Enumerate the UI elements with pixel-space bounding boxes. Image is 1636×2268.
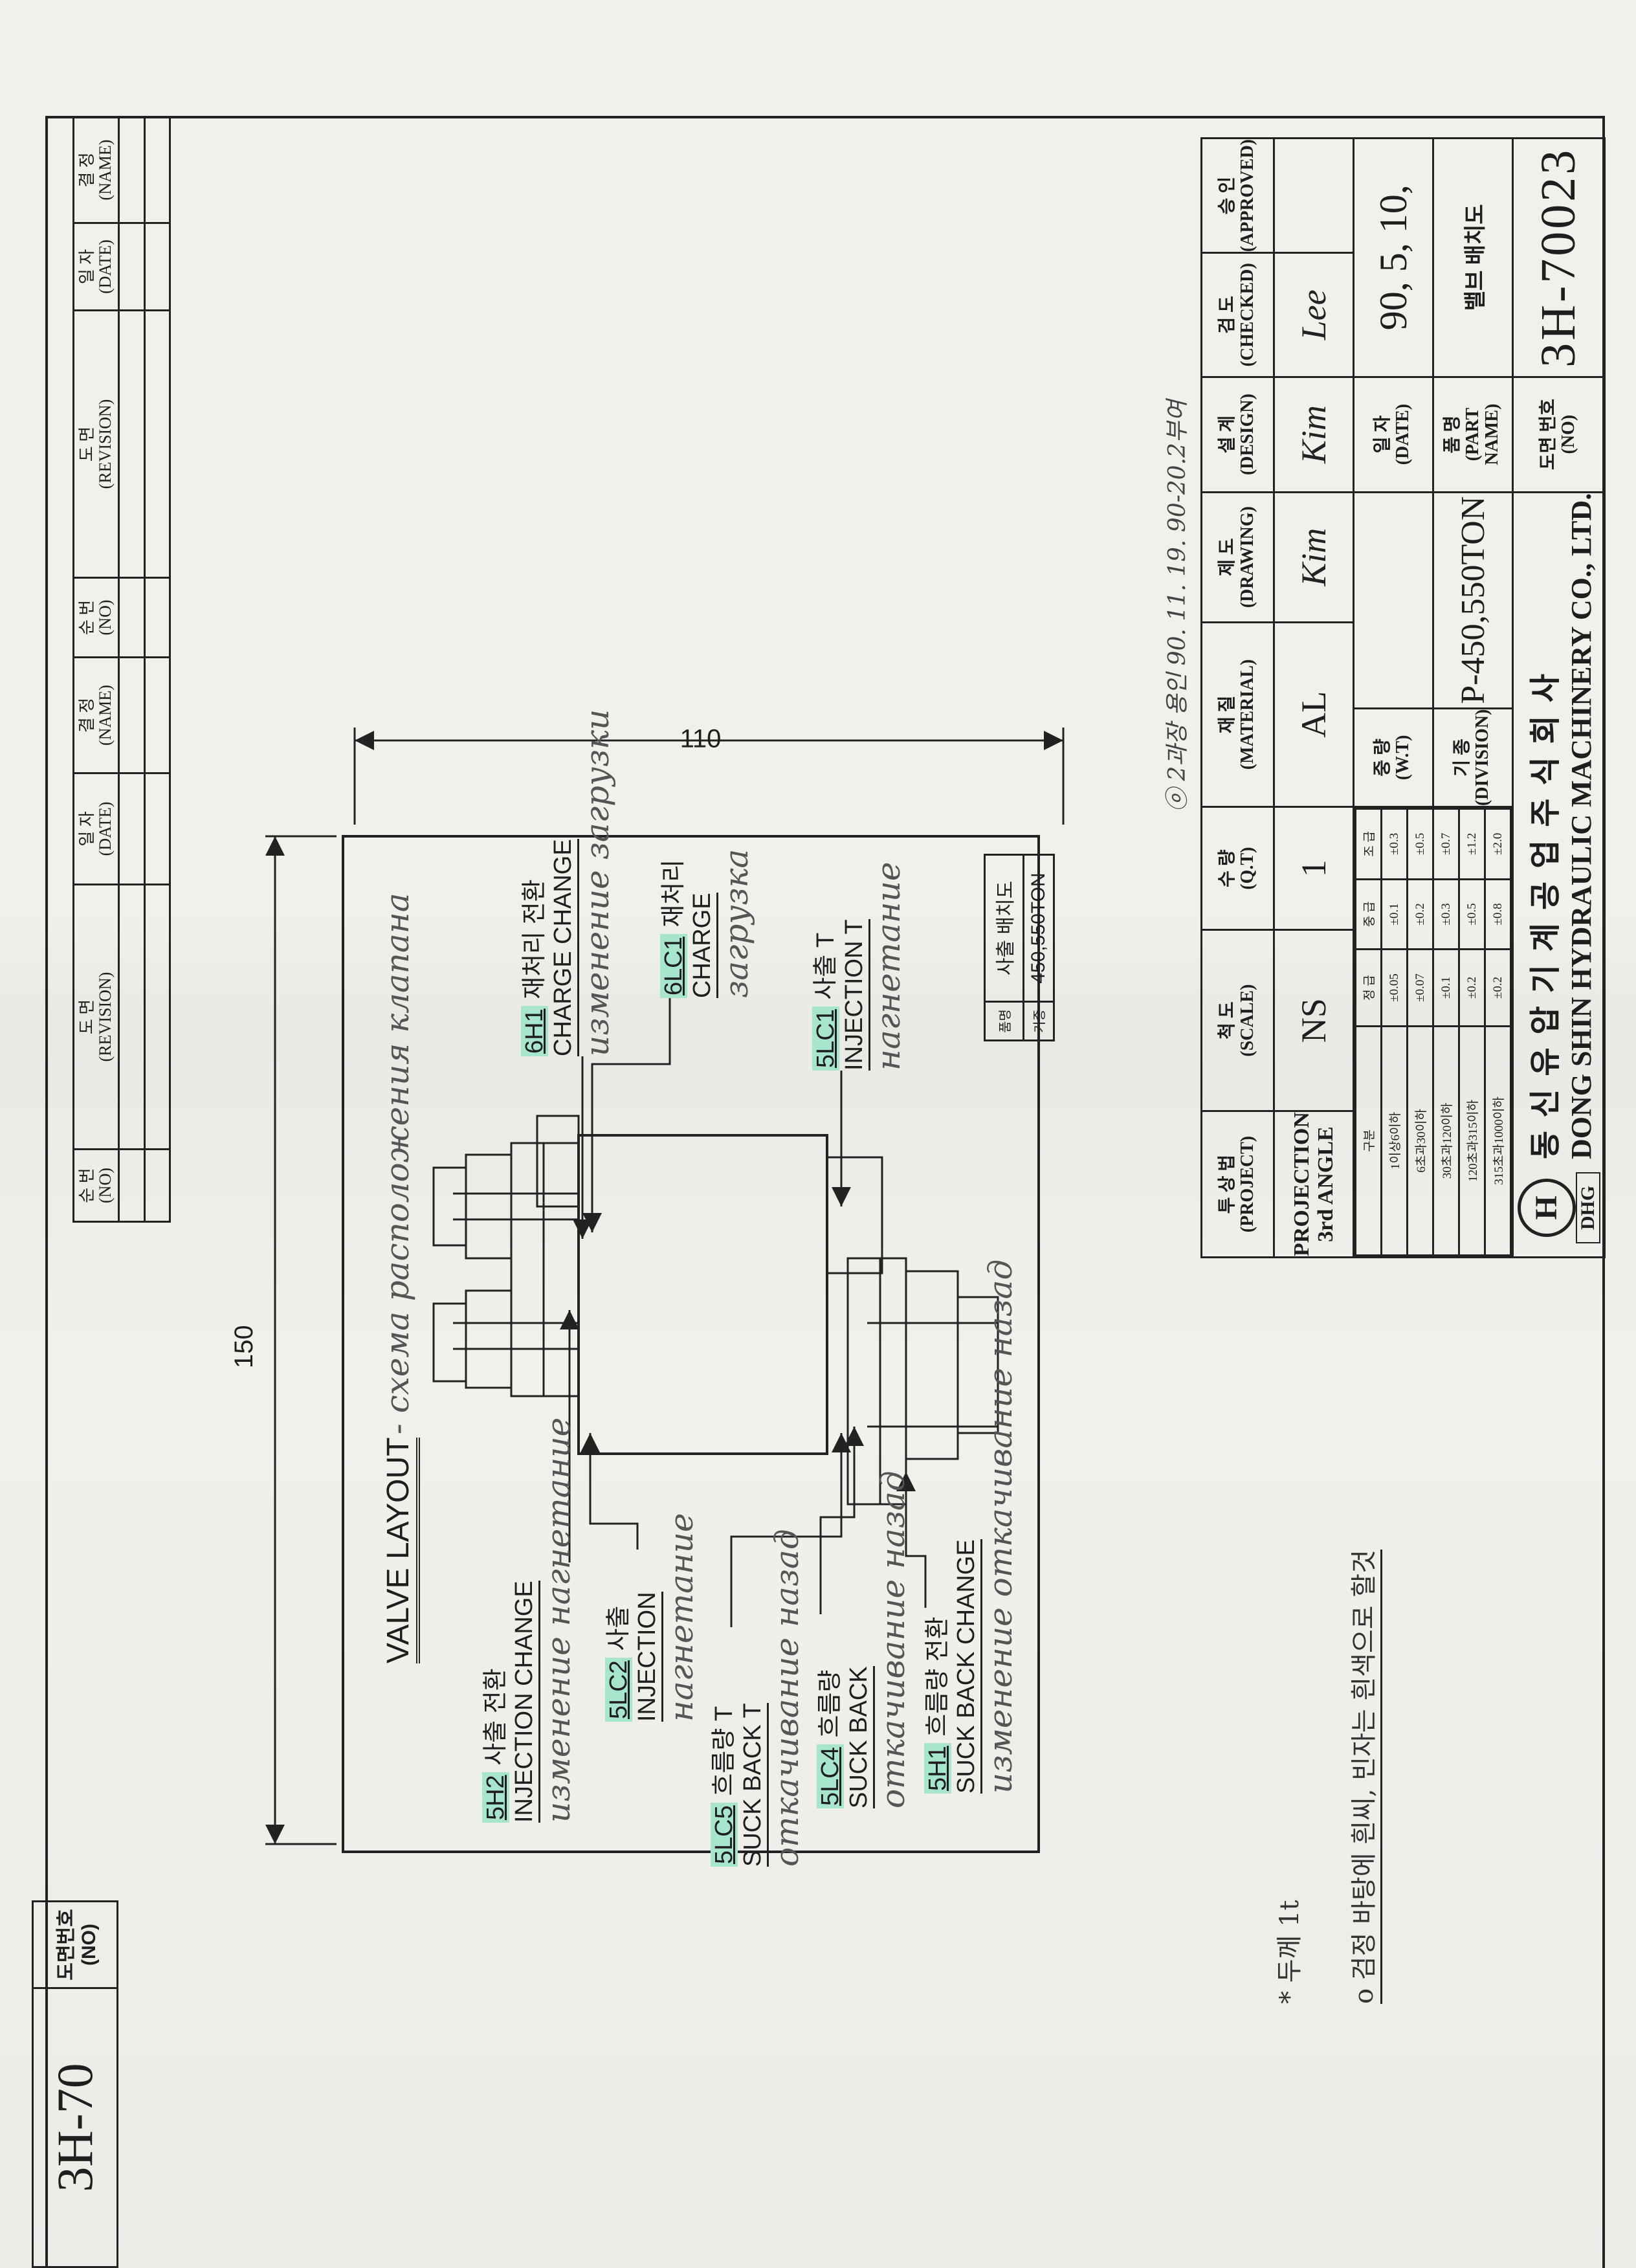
drawing-no-value: 3H-70023 [1512, 138, 1605, 377]
upper-valve-cluster [432, 1115, 580, 1397]
leader-5lc5 [730, 1433, 851, 1627]
leader-5lc2 [580, 1433, 639, 1550]
weight-label: 중 량(W.T) [1353, 708, 1433, 807]
label-6h1: 6H1 재처리 전환 CHARGE CHANGE изменение загру… [521, 709, 617, 1056]
label-6lc1: 6LC1 재처리 CHARGE загрузка [660, 849, 756, 998]
division-label: 기 종(DIVISION) [1433, 708, 1513, 807]
layout-title: VALVE LAYOUT - схема расположения клапан… [379, 893, 420, 1663]
dimension-150-text: 150 [230, 1325, 258, 1368]
drawing-no-label: 도면 번호(NO) [1512, 377, 1605, 493]
signature-design: Kim [1274, 377, 1354, 493]
signature-drawing: Kim [1274, 492, 1354, 623]
label-5lc5: 5LC5 흐름량 T SUCK BACK T откачивание назад [711, 1529, 806, 1867]
label-5lc4: 5LC4 흐름량 SUCK BACK откачивание назад [817, 1471, 912, 1808]
label-5h2: 5H2 사출 전환 INJECTION CHANGE изменение наг… [482, 1417, 578, 1823]
division-value: P-450,550TON [1433, 492, 1513, 709]
part-name-label: 품 명(PART NAME) [1433, 377, 1513, 493]
leader-5h1 [896, 1472, 927, 1608]
part-name-value: 밸브 배치도 [1433, 138, 1513, 377]
company-name-ko: 동 신 유 압 기 계 공 업 주 식 회 사 [1529, 671, 1563, 1159]
approval-note: ⓞ 2과장 용인 90. 11. 19. 90-20.2부여 [1164, 399, 1191, 812]
company-cell: H DHG 동 신 유 압 기 계 공 업 주 식 회 사 DONG SHIN … [1512, 492, 1605, 1258]
note-thickness: * 두께 1t [1275, 1900, 1305, 2004]
manifold-body [577, 1134, 828, 1455]
company-logo: H DHG [1517, 1172, 1600, 1243]
qty-value: 1 [1274, 806, 1354, 930]
layout-frame [342, 835, 1040, 1853]
material-value: AL [1274, 622, 1354, 807]
note-color: o 검정 바탕에 흰씨, 빈자는 흰색으로 할것 [1343, 1550, 1382, 2004]
weight-value [1353, 492, 1433, 709]
lower-valve-cluster [846, 1257, 999, 1506]
date-label: 일 자(DATE) [1353, 377, 1433, 493]
signature-checked: Lee [1274, 252, 1354, 377]
layout-title-text: VALVE LAYOUT [381, 1437, 420, 1663]
date-value: 90, 5, 10, [1353, 138, 1433, 377]
title-block: 투 상 법(PROJECT) 척 도(SCALE) 수 량(Q.T) 재 질(M… [1200, 137, 1606, 1258]
label-5h1: 5H1 흐름량 전환 SUCK BACK CHANGE изменение от… [924, 1259, 1020, 1794]
leader-5lc4 [819, 1427, 864, 1614]
label-5lc2: 5LC2 사출 INJECTION нагнетание [605, 1513, 701, 1722]
scale-value: NS [1274, 929, 1354, 1111]
dimension-110-text: 110 [680, 724, 722, 753]
leader-6lc1 [582, 998, 671, 1232]
body-boss [826, 1156, 883, 1274]
company-name-en: DONG SHIN HYDRAULIC MACHINERY CO., LTD. [1565, 493, 1597, 1159]
layout-title-handwritten: - схема расположения клапана [379, 893, 416, 1435]
label-5lc1: 5LC1 사출 T INJECTION T нагнетание [812, 862, 908, 1071]
